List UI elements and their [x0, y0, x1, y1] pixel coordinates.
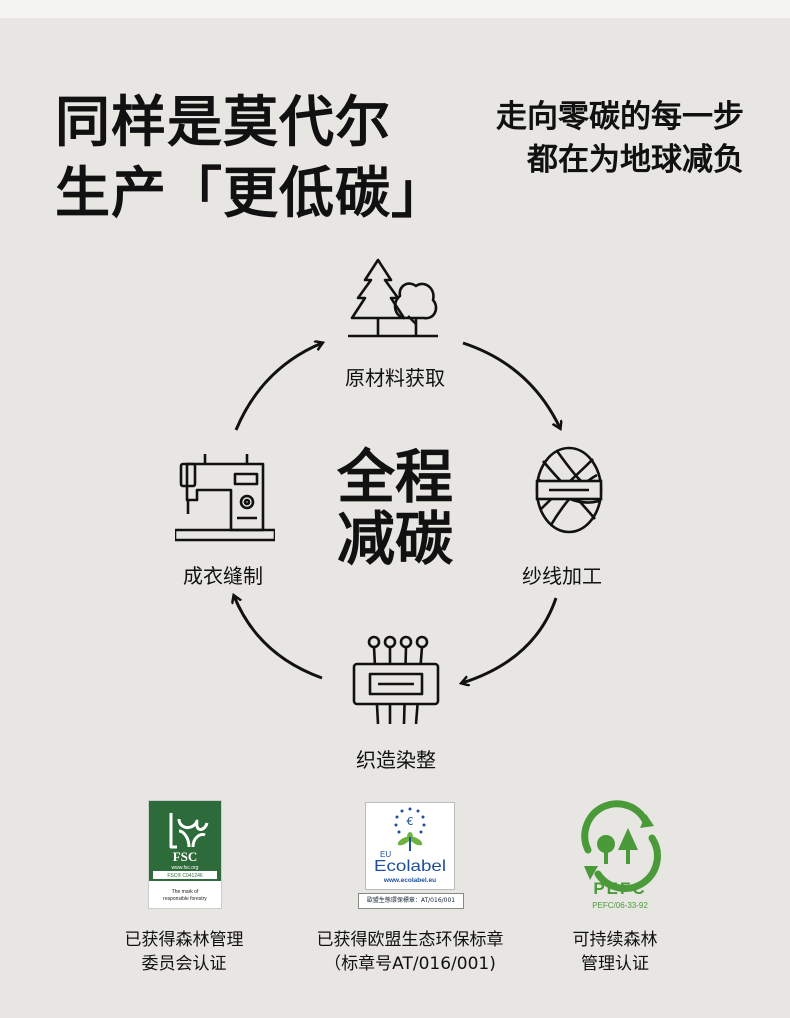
cert-fsc-text: 已获得森林管理 委员会认证: [125, 928, 244, 976]
cert-eco-line2: （标章号AT/016/001): [324, 954, 496, 974]
center-line1: 全程: [336, 443, 453, 511]
fsc-logo-code: FSC® C041246: [167, 872, 203, 879]
eco-logo-prefix: EU: [380, 850, 391, 859]
cert-pefc-text: 可持续森林 管理认证: [573, 928, 658, 976]
arrow-top-right: [462, 341, 560, 428]
center-line2: 减碳: [336, 505, 453, 573]
headline-line2: 生产「更低碳」: [55, 161, 448, 225]
eco-logo-url: www.ecolabel.eu: [383, 877, 436, 884]
stage-raw-material: 原材料获取: [345, 366, 445, 390]
pefc-logo-code: PEFC/06-33-92: [592, 901, 648, 910]
yarn-icon: [535, 446, 603, 534]
eu-ecolabel-logo: € EU Ecolabel www.ecolabel.eu: [365, 802, 455, 890]
cert-eco-line1: 已获得欧盟生态环保标章: [316, 930, 504, 950]
tree-icon: [348, 258, 438, 338]
cert-eco-text: 已获得欧盟生态环保标章 （标章号AT/016/001): [317, 928, 504, 976]
stage-garment-sewing: 成衣缝制: [183, 564, 263, 588]
cert-fsc-line2: 委员会认证: [141, 954, 227, 974]
eco-logo-code: 歐盟生態環保標章：AT/016/001: [358, 893, 464, 909]
cert-fsc-line1: 已获得森林管理: [124, 930, 244, 950]
sewing-machine-icon: [175, 454, 275, 542]
cert-pefc-line2: 管理认证: [581, 954, 649, 974]
fsc-logo-url: www.fsc.org: [172, 865, 199, 871]
euro-icon: €: [407, 815, 414, 828]
pefc-logo-text: PEFC: [593, 879, 646, 898]
stage-yarn-processing: 纱线加工: [522, 564, 602, 588]
knitting-icon: [352, 635, 440, 725]
center-title: 全程 减碳: [322, 446, 468, 570]
arrow-bottom-right: [462, 597, 558, 683]
pefc-logo: PEFC PEFC/06-33-92: [581, 800, 661, 910]
arrow-top-left: [234, 343, 322, 431]
tagline-line2: 都在为地球减负: [527, 142, 744, 178]
top-strip: [0, 0, 790, 18]
eco-logo-text: Ecolabel: [374, 858, 446, 875]
fsc-logo-text: FSC: [173, 849, 198, 864]
cert-pefc-line1: 可持续森林: [572, 930, 658, 950]
fsc-logo: FSC www.fsc.org FSC® C041246 The mark of…: [148, 800, 222, 909]
arrow-bottom-left: [234, 596, 323, 680]
tagline-line1: 走向零碳的每一步: [496, 99, 744, 135]
fsc-logo-note2: responsible forestry: [163, 896, 207, 902]
headline-line1: 同样是莫代尔: [55, 90, 392, 154]
fsc-logo-note1: The mark of: [172, 889, 199, 895]
stage-weaving-dyeing: 织造染整: [356, 748, 436, 772]
